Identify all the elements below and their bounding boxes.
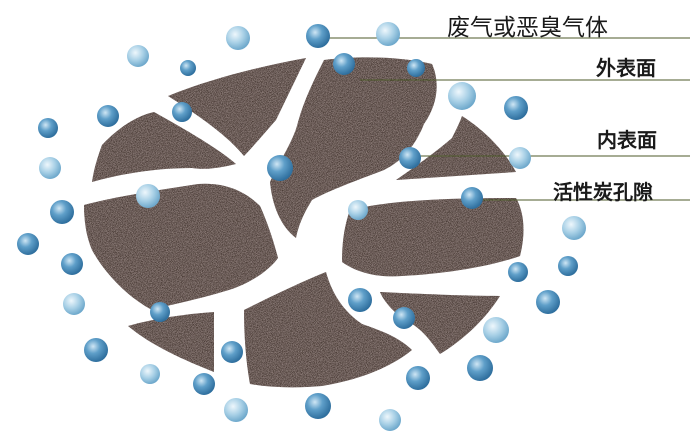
- gas-molecule-icon: [180, 60, 196, 76]
- gas-molecule-icon: [305, 393, 331, 419]
- gas-molecule-icon: [558, 256, 578, 276]
- gas-molecule-icon: [17, 233, 39, 255]
- gas-molecule-icon: [61, 253, 83, 275]
- carbon-fragment: [84, 183, 278, 310]
- gas-molecule-icon: [406, 366, 430, 390]
- gas-molecules: [17, 22, 586, 431]
- gas-molecule-icon: [193, 373, 215, 395]
- gas-molecule-icon: [483, 317, 509, 343]
- gas-molecule-icon: [509, 147, 531, 169]
- label-pores: 活性炭孔隙: [553, 180, 653, 204]
- gas-molecule-icon: [461, 187, 483, 209]
- gas-molecule-icon: [63, 293, 85, 315]
- label-gas: 废气或恶臭气体: [447, 15, 608, 41]
- gas-molecule-icon: [333, 53, 355, 75]
- gas-molecule-icon: [348, 200, 368, 220]
- label-inner-surface: 内表面: [597, 128, 657, 152]
- gas-molecule-icon: [140, 364, 160, 384]
- carbon-fragment: [380, 292, 500, 354]
- gas-molecule-icon: [562, 216, 586, 240]
- gas-molecule-icon: [504, 96, 528, 120]
- carbon-fragment: [244, 272, 412, 388]
- label-outer-surface: 外表面: [596, 56, 656, 80]
- gas-molecule-icon: [38, 118, 58, 138]
- gas-molecule-icon: [150, 302, 170, 322]
- gas-molecule-icon: [393, 307, 415, 329]
- gas-molecule-icon: [536, 290, 560, 314]
- carbon-fragment: [92, 112, 236, 182]
- gas-molecule-icon: [136, 184, 160, 208]
- carbon-fragment: [168, 58, 306, 156]
- carbon-fragment: [342, 198, 524, 277]
- gas-molecule-icon: [226, 26, 250, 50]
- gas-molecule-icon: [467, 355, 493, 381]
- gas-molecule-icon: [448, 82, 476, 110]
- carbon-fragments: [84, 57, 524, 388]
- gas-molecule-icon: [508, 262, 528, 282]
- gas-molecule-icon: [84, 338, 108, 362]
- gas-molecule-icon: [172, 102, 192, 122]
- gas-molecule-icon: [407, 59, 425, 77]
- gas-molecule-icon: [97, 105, 119, 127]
- carbon-fragment: [270, 57, 437, 238]
- gas-molecule-icon: [306, 24, 330, 48]
- gas-molecule-icon: [376, 22, 400, 46]
- gas-molecule-icon: [224, 398, 248, 422]
- gas-molecule-icon: [267, 155, 293, 181]
- gas-molecule-icon: [39, 157, 61, 179]
- gas-molecule-icon: [379, 409, 401, 431]
- gas-molecule-icon: [399, 147, 421, 169]
- carbon-fragment: [128, 312, 214, 372]
- gas-molecule-icon: [221, 341, 243, 363]
- gas-molecule-icon: [127, 45, 149, 67]
- gas-molecule-icon: [348, 288, 372, 312]
- leader-lines: [310, 37, 690, 201]
- carbon-fragment: [396, 116, 516, 180]
- gas-molecule-icon: [50, 200, 74, 224]
